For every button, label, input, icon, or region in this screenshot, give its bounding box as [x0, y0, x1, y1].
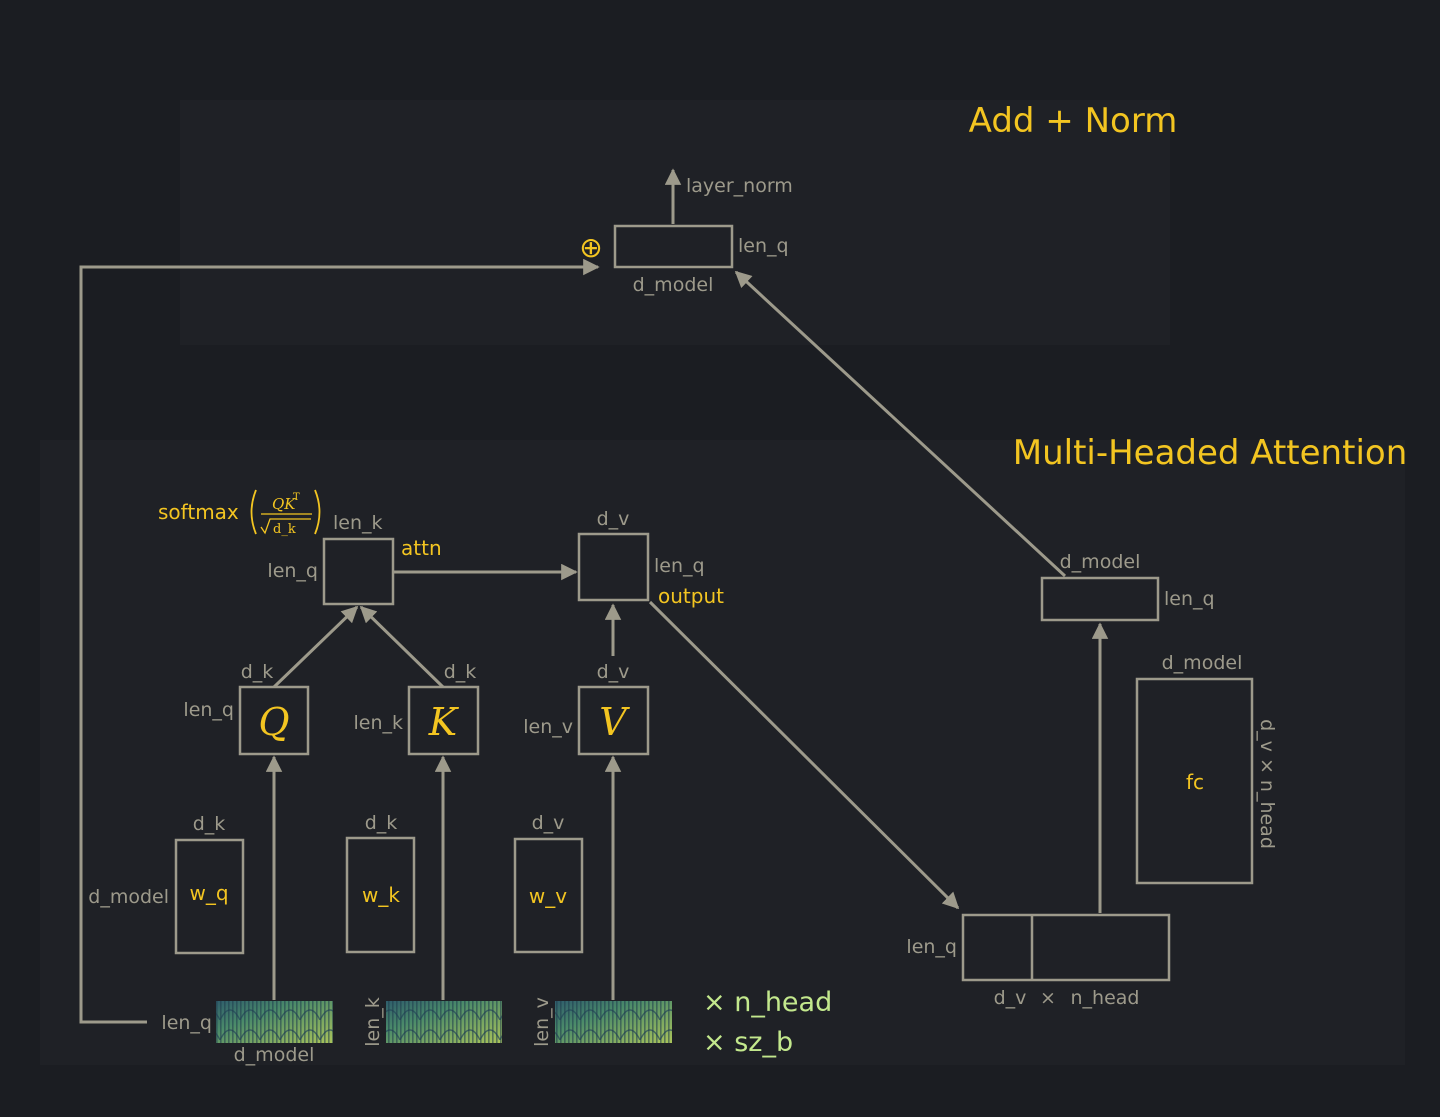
fc-out-cols-label: d_model [1060, 551, 1141, 573]
attn-rows-label: len_q [267, 560, 318, 582]
wq-label: w_q [189, 881, 228, 905]
k-rows-label: len_k [353, 712, 403, 734]
n-head-multiplier: × n_head [703, 987, 832, 1018]
q-rows-label: len_q [183, 699, 234, 721]
attn-cols-label: len_k [333, 512, 383, 534]
v-symbol: V [599, 700, 630, 744]
input-q-texture [216, 1001, 333, 1043]
concat-cols-dv: d_v [994, 987, 1027, 1009]
add-norm-box [613, 224, 734, 269]
wv-label: w_v [529, 884, 567, 908]
formula-denominator: d_k [273, 522, 296, 537]
wk-label: w_k [362, 883, 400, 907]
k-to-attn-arrow [359, 605, 445, 689]
k-box [407, 685, 480, 756]
plus-icon: ⊕ [579, 231, 602, 264]
fc-out-rows-label: len_q [1164, 588, 1215, 610]
fc-label: fc [1186, 770, 1204, 794]
output-box [577, 532, 650, 602]
output-cols-label: d_v [597, 508, 630, 530]
v-box [577, 685, 650, 756]
sz-b-multiplier: × sz_b [703, 1027, 793, 1058]
input-k-texture [386, 1001, 502, 1043]
k-cols-label: d_k [444, 661, 477, 683]
input-q-rows-label: len_q [161, 1012, 212, 1034]
q-box [238, 685, 310, 756]
wq-box [174, 838, 245, 955]
q-symbol: Q [258, 700, 289, 744]
fc-out-to-add-norm-arrow [734, 270, 1067, 578]
concat-box [961, 913, 1171, 982]
concat-cols-nhead: n_head [1071, 987, 1140, 1009]
k-symbol: K [428, 700, 460, 744]
input-q-cols-label: d_model [234, 1044, 315, 1066]
add-norm-rows-label: len_q [738, 235, 789, 257]
fc-cols-label: d_model [1162, 652, 1243, 674]
v-rows-label: len_v [523, 716, 573, 738]
formula-numerator: QK [272, 495, 296, 513]
output-rows-label: len_q [654, 555, 705, 577]
fc-out-box [1040, 576, 1160, 622]
add-norm-panel [180, 100, 1170, 345]
add-norm-title: Add + Norm [969, 101, 1178, 141]
formula-superscript: T [293, 492, 300, 503]
output-label: output [658, 584, 724, 608]
input-v-rows-label: len_v [531, 997, 553, 1047]
softmax-word: softmax [158, 500, 239, 524]
output-to-concat-arrow [648, 600, 960, 910]
q-to-attn-arrow [272, 605, 359, 689]
wq-cols-label: d_k [193, 813, 226, 835]
q-cols-label: d_k [241, 661, 274, 683]
input-v-texture [555, 1001, 672, 1043]
layer-norm-label: layer_norm [686, 175, 793, 197]
wv-box [513, 837, 584, 954]
wq-rows-label: d_model [88, 886, 169, 908]
concat-rows-label: len_q [906, 936, 957, 958]
attn-label: attn [401, 536, 442, 560]
input-k-rows-label: len_k [362, 997, 384, 1047]
fc-rows-label: d_v × n_head [1256, 719, 1278, 849]
wv-cols-label: d_v [532, 812, 565, 834]
fc-box [1135, 677, 1254, 885]
wk-box [345, 836, 416, 954]
residual-connection [79, 258, 600, 1024]
softmax-formula: softmax QK T d_k [158, 489, 321, 537]
mha-title: Multi-Headed Attention [1013, 433, 1408, 473]
wk-cols-label: d_k [365, 812, 398, 834]
v-cols-label: d_v [597, 661, 630, 683]
add-norm-cols-label: d_model [633, 274, 714, 296]
mha-panel [40, 440, 1405, 1065]
concat-times: × [1040, 987, 1056, 1009]
